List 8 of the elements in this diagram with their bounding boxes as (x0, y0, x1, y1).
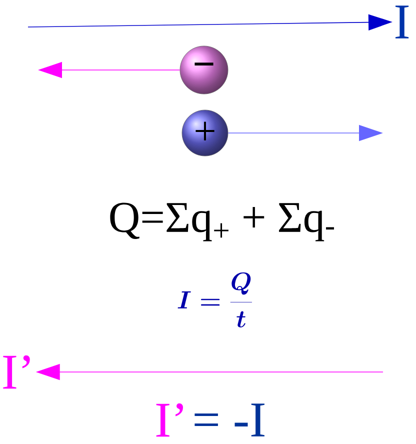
negative-charge-ball: − (180, 46, 228, 94)
charge-equation: Q=Σq$_{+}$ + Σq$_{-}$ (110, 202, 334, 242)
equation-term: = -I (194, 404, 264, 436)
equation-term: I’ (156, 403, 183, 437)
current-symbol: I’ (3, 355, 30, 389)
current-formula: $I=\frac{Q}{t}$ (178, 272, 252, 328)
positive-charge-ball: + (182, 110, 228, 156)
current-symbol: I (395, 6, 409, 38)
